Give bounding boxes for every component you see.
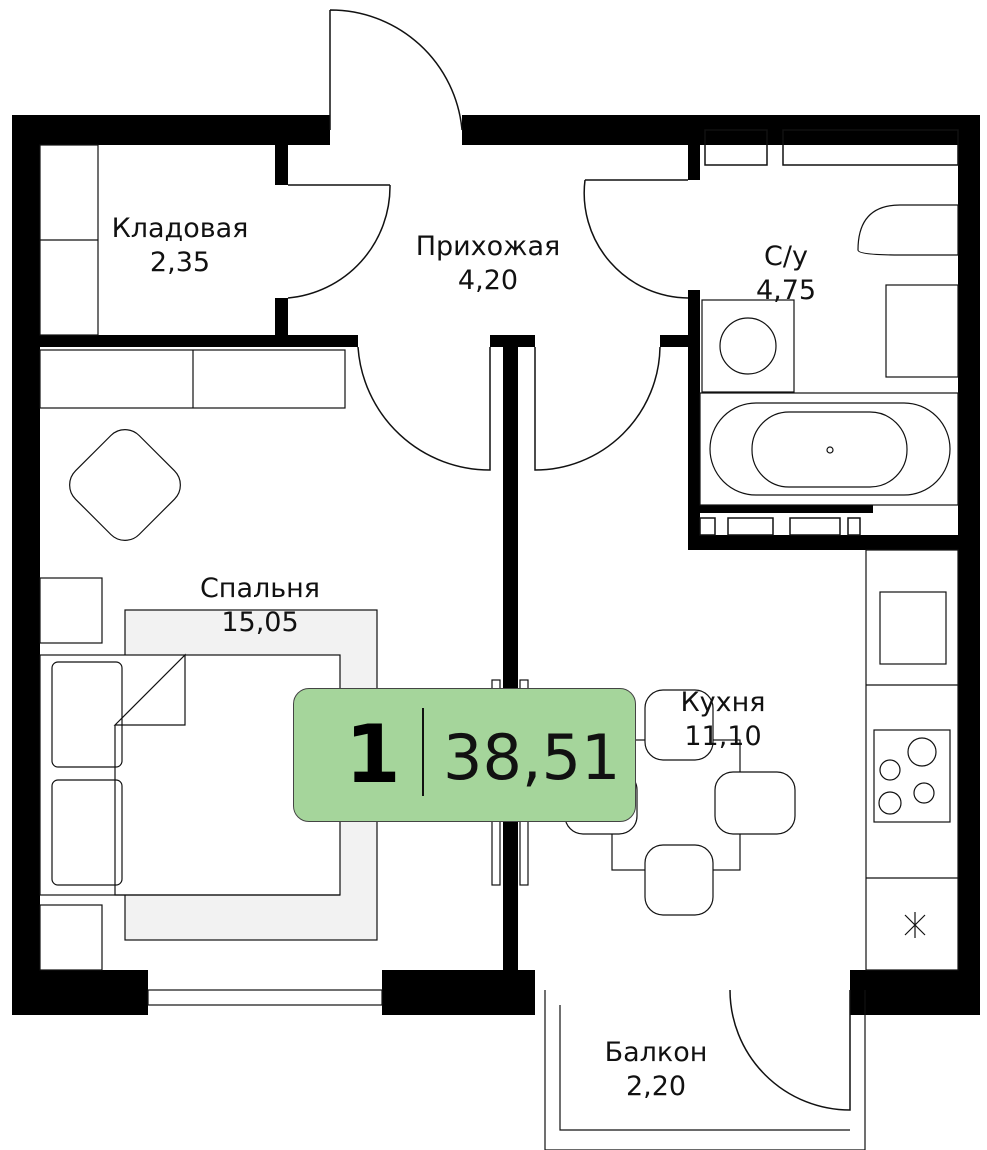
room-area: 2,20 [625, 1071, 687, 1102]
apartment-summary-badge [293, 688, 636, 822]
room-area: 2,35 [149, 247, 211, 278]
room-area: 4,20 [457, 265, 519, 296]
room-name: С/у [764, 241, 808, 272]
room-name: Прихожая [415, 231, 561, 262]
total-area: 38,51 [443, 721, 621, 794]
rooms-count: 1 [345, 708, 401, 801]
room-name: Кухня [680, 687, 766, 718]
room-area: 11,10 [684, 721, 762, 752]
furniture [39, 144, 959, 971]
room-name: Балкон [604, 1037, 708, 1068]
doors [287, 9, 851, 1111]
room-name: Спальня [199, 573, 321, 604]
room-name: Кладовая [111, 213, 249, 244]
hatched-vents [699, 129, 959, 536]
room-area: 4,75 [755, 275, 817, 306]
room-area: 15,05 [221, 607, 299, 638]
badge-divider [422, 708, 424, 796]
